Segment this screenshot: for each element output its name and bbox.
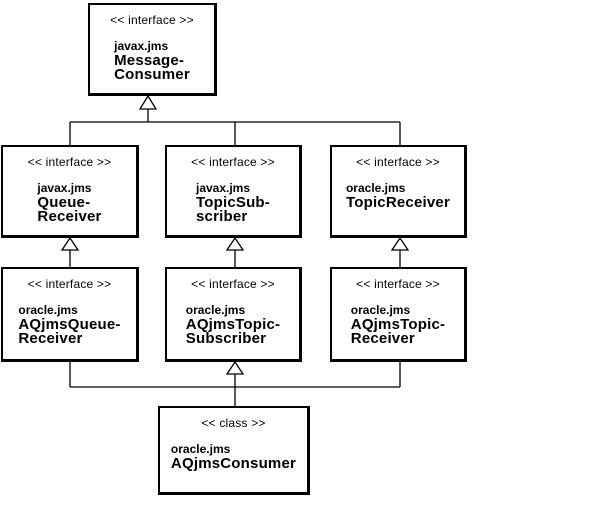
stereotype-label: << interface >> bbox=[356, 155, 440, 169]
node-text-block: javax.jms Queue- Receiver bbox=[37, 181, 101, 224]
node-text-block: oracle.jms TopicReceiver bbox=[346, 181, 450, 210]
node-text-block: javax.jms Message- Consumer bbox=[114, 39, 190, 82]
package-label: javax.jms bbox=[195, 181, 251, 195]
package-label: oracle.jms bbox=[345, 181, 406, 195]
generalization-arrow-icon bbox=[60, 236, 80, 251]
uml-node-aqjmsqueuereceiver: << interface >> oracle.jms AQjmsQueue- R… bbox=[1, 267, 139, 362]
class-name-line: AQjmsTopic- bbox=[350, 316, 446, 333]
uml-node-aqjmstopicsubscriber: << interface >> oracle.jms AQjmsTopic- S… bbox=[165, 267, 302, 362]
connector-line bbox=[69, 362, 401, 406]
stereotype-label: << interface >> bbox=[191, 155, 275, 169]
node-text-block: oracle.jms AQjmsTopic- Receiver bbox=[351, 303, 445, 346]
class-name-line: AQjmsConsumer bbox=[170, 455, 297, 472]
stereotype-label: << class >> bbox=[201, 416, 266, 430]
connector-line bbox=[69, 109, 401, 145]
uml-node-topicreceiver: << interface >> oracle.jms TopicReceiver bbox=[330, 145, 467, 238]
class-name-line: scriber bbox=[195, 208, 248, 225]
uml-node-queuereceiver: << interface >> javax.jms Queue- Receive… bbox=[1, 145, 139, 238]
generalization-arrow-icon bbox=[225, 360, 245, 375]
stereotype-label: << interface >> bbox=[110, 13, 194, 27]
connector-line bbox=[69, 250, 401, 267]
class-name-line: Receiver bbox=[18, 330, 83, 347]
class-name-line: AQjmsQueue- bbox=[18, 316, 121, 333]
uml-node-aqjmstopicreceiver: << interface >> oracle.jms AQjmsTopic- R… bbox=[330, 267, 467, 362]
class-name-line: Message- bbox=[114, 52, 185, 69]
class-name-line: TopicSub- bbox=[195, 194, 270, 211]
node-text-block: oracle.jms AQjmsTopic- Subscriber bbox=[186, 303, 280, 346]
node-text-block: javax.jms TopicSub- scriber bbox=[196, 181, 270, 224]
package-label: oracle.jms bbox=[350, 303, 411, 317]
package-label: oracle.jms bbox=[18, 303, 78, 317]
stereotype-label: << interface >> bbox=[27, 277, 112, 291]
uml-node-topicsubscriber: << interface >> javax.jms TopicSub- scri… bbox=[165, 145, 302, 238]
class-name-line: Queue- bbox=[37, 194, 91, 211]
stereotype-label: << interface >> bbox=[356, 277, 440, 291]
node-text-block: oracle.jms AQjmsQueue- Receiver bbox=[18, 303, 120, 346]
class-name-line: Receiver bbox=[37, 208, 102, 225]
package-label: oracle.jms bbox=[185, 303, 246, 317]
generalization-arrow-icon bbox=[138, 94, 158, 110]
stereotype-label: << interface >> bbox=[191, 277, 275, 291]
node-text-block: oracle.jms AQjmsConsumer bbox=[171, 442, 296, 471]
class-name-line: Subscriber bbox=[185, 330, 267, 347]
class-name-line: Receiver bbox=[350, 330, 415, 347]
package-label: javax.jms bbox=[37, 181, 92, 195]
stereotype-label: << interface >> bbox=[27, 155, 112, 169]
class-name-line: Consumer bbox=[114, 66, 190, 83]
class-name-line: AQjmsTopic- bbox=[185, 316, 281, 333]
generalization-arrow-icon bbox=[225, 236, 245, 251]
package-label: javax.jms bbox=[114, 39, 169, 53]
package-label: oracle.jms bbox=[170, 442, 231, 456]
uml-node-messageconsumer: << interface >> javax.jms Message- Consu… bbox=[88, 3, 217, 96]
class-name-line: TopicReceiver bbox=[345, 194, 451, 211]
generalization-arrow-icon bbox=[390, 236, 410, 251]
uml-node-aqjmsconsumer: << class >> oracle.jms AQjmsConsumer bbox=[158, 406, 310, 495]
